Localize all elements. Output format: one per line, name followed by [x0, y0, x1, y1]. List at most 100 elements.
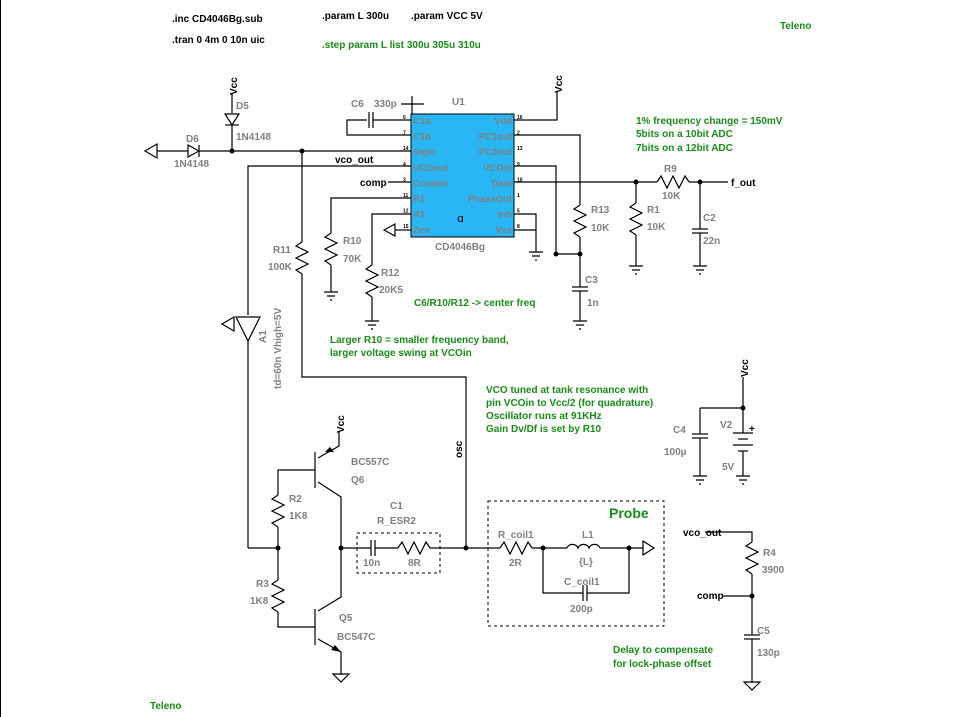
u1-pinnum-left-4: 3	[403, 177, 406, 183]
l1-inductor	[566, 543, 601, 550]
r11-value: 100K	[268, 262, 293, 273]
r11-resistor	[294, 241, 310, 275]
u1-pin-right-6: Inh	[498, 210, 512, 221]
note-center-freq: C6/R10/R12 -> center freq	[414, 298, 535, 309]
u1-pinnum-left-7: 15	[403, 224, 409, 230]
u1-pin-left-3: VCOout	[413, 163, 449, 174]
u1-chip: U1 CD4046Bg C1aC1bSigInVCOoutCompInR1R2Z…	[403, 97, 523, 253]
u1-pinnum-left-2: 14	[403, 146, 409, 152]
d6-ref: D6	[186, 134, 199, 145]
u1-pinnum-left-1: 7	[403, 131, 406, 137]
c6-value: 330p	[374, 99, 397, 110]
c5-value: 130p	[757, 648, 780, 659]
u1-pinnum-right-6: 5	[517, 209, 520, 215]
r2-resistor	[270, 494, 286, 528]
q5-model: BC547C	[337, 632, 375, 643]
u1-pinnum-left-0: 6	[403, 115, 406, 121]
u1-pin-right-4: Dem	[491, 178, 512, 189]
v2-plus-sign: +	[749, 424, 755, 435]
u1-pin-right-7: Vss	[495, 225, 512, 236]
u1-pinnum-right-5: 1	[517, 193, 520, 199]
note-vco-4: Gain Dv/Df is set by R10	[486, 424, 601, 435]
u1-pinnum-right-2: 13	[517, 146, 523, 152]
u1-pin-right-1: PC1out	[479, 132, 513, 143]
u1-pin-left-4: CompIn	[413, 178, 449, 189]
note-vco-3: Oscillator runs at 91KHz	[486, 411, 602, 422]
probe-output-arrow-icon	[642, 539, 656, 557]
note-freq-3: 7bits on a 12bit ADC	[636, 143, 733, 154]
f-out-label: f_out	[731, 178, 756, 189]
u1-pinnum-right-3: 9	[517, 162, 520, 168]
vco-out-label: vco_out	[335, 155, 374, 166]
u1-pin-left-0: C1a	[413, 116, 431, 127]
c3-value: 1n	[587, 298, 599, 309]
u1-pin-left-2: SigIn	[413, 147, 436, 158]
r12-resistor	[364, 264, 380, 298]
r4-value: 3900	[762, 565, 785, 576]
comp-label-r4: comp	[697, 591, 724, 602]
c2-ref: C2	[703, 213, 716, 224]
note-delay-2: for lock-phase offset	[613, 659, 712, 670]
c2-value: 22n	[703, 236, 720, 247]
note-vco-2: pin VCOin to Vcc/2 (for quadrature)	[486, 398, 653, 409]
u1-pinnum-left-3: 4	[403, 162, 406, 168]
u1-pinnum-right-1: 2	[517, 131, 520, 137]
r10-resistor	[323, 232, 339, 266]
note-larger-r10-1: Larger R10 = smaller frequency band,	[330, 335, 509, 346]
q6-ref: Q6	[351, 475, 365, 486]
r4-ref: R4	[763, 548, 776, 559]
c1-model: R_ESR2	[377, 516, 416, 527]
u1-pin-left-5: R1	[413, 194, 426, 205]
u1-pin-left-1: C1b	[413, 132, 431, 143]
u1-pin-left-7: Zen	[413, 225, 430, 236]
note-larger-r10-2: larger voltage swing at VCOin	[330, 348, 472, 359]
d6-diode-icon	[187, 143, 201, 159]
a1-inverter-icon	[235, 316, 261, 343]
vcc-label-u1: Vcc	[554, 75, 565, 93]
u1-pin-left-6: R2	[413, 210, 425, 221]
u1-pinnum-left-5: 11	[403, 193, 409, 199]
rcoil-ref: R_coil1	[498, 530, 534, 541]
directive-inc: .inc CD4046Bg.sub	[172, 14, 263, 25]
r3-ref: R3	[256, 579, 269, 590]
rcoil-resistor	[499, 540, 533, 556]
c3-ref: C3	[585, 275, 598, 286]
u1-pinnums-left: 6 7 14 4 3 11 12 15	[403, 115, 409, 230]
l1-ref: L1	[582, 530, 594, 541]
l1-value: {L}	[579, 557, 593, 568]
directive-param-l: .param L 300u	[322, 11, 389, 22]
d5-ref: D5	[236, 101, 249, 112]
d5-value: 1N4148	[236, 132, 271, 143]
c4-value: 100µ	[664, 447, 687, 458]
d6-input-arrow-icon	[143, 142, 158, 160]
ccoil-value: 200p	[570, 604, 593, 615]
r1-value: 10K	[647, 222, 666, 233]
d6-value: 1N4148	[174, 159, 209, 170]
osc-label: osc	[454, 440, 465, 458]
q6-model: BC557C	[351, 457, 389, 468]
u1-pinnum-right-4: 10	[517, 177, 523, 183]
r1-ref: R1	[647, 205, 660, 216]
r12-ref: R12	[381, 268, 400, 279]
u1-pinnum-left-6: 12	[403, 209, 409, 215]
a1-ref: A1	[258, 330, 269, 343]
r13-resistor	[572, 204, 588, 238]
r2-ref: R2	[289, 494, 302, 505]
note-vco-1: VCO tuned at tank resonance with	[486, 385, 648, 396]
r10-value: 70K	[343, 254, 362, 265]
q5-ref: Q5	[339, 613, 353, 624]
u1-pin-right-3: VCOin	[483, 163, 512, 174]
directive-tran: .tran 0 4m 0 10n uic	[172, 35, 265, 46]
zen-arrow-icon	[382, 222, 396, 238]
r1-resistor	[628, 202, 644, 236]
c5-ground-icon	[742, 681, 762, 691]
r10-ref: R10	[343, 236, 362, 247]
r11-ref: R11	[273, 245, 291, 256]
r9-ref: R9	[664, 164, 677, 175]
r13-ref: R13	[591, 205, 610, 216]
c1-esr-box	[356, 532, 441, 574]
u1-pin-right-0: Vdd	[494, 116, 512, 127]
c1-cval: 10n	[363, 558, 380, 569]
